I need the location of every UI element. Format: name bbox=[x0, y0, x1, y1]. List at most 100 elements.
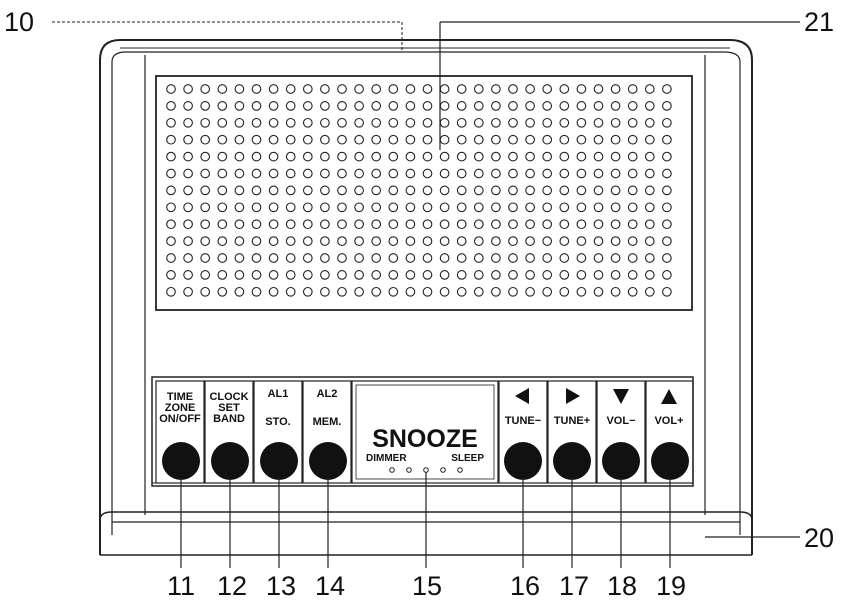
grille-hole bbox=[610, 270, 621, 280]
up-triangle-icon bbox=[661, 389, 677, 404]
al1-sto-button[interactable]: AL1 STO. bbox=[253, 380, 303, 484]
grille-hole bbox=[662, 84, 672, 94]
grille-hole bbox=[200, 286, 211, 297]
grille-hole bbox=[456, 219, 467, 230]
grille-hole bbox=[200, 117, 211, 128]
grille-hole bbox=[422, 185, 433, 196]
grille-hole bbox=[302, 84, 313, 94]
grille-hole bbox=[593, 185, 604, 196]
grille-hole bbox=[251, 168, 262, 179]
grille-hole bbox=[627, 270, 638, 280]
grille-hole bbox=[337, 101, 347, 111]
grille-hole bbox=[593, 286, 604, 297]
time-zone-button[interactable]: TIME ZONE ON/OFF bbox=[155, 380, 205, 484]
clock-set-band-button[interactable]: CLOCK SET BAND bbox=[204, 380, 254, 484]
grille-hole bbox=[234, 168, 245, 179]
grille-hole bbox=[302, 236, 313, 246]
grille-hole bbox=[542, 151, 553, 162]
grille-hole bbox=[268, 253, 279, 263]
grille-hole bbox=[491, 202, 501, 213]
grille-hole bbox=[234, 253, 245, 263]
callout-12: 12 bbox=[217, 571, 247, 601]
grille-hole bbox=[320, 236, 330, 246]
grille-hole bbox=[183, 219, 193, 230]
grille-hole bbox=[166, 286, 176, 297]
grille-hole bbox=[473, 151, 484, 162]
al2-mem-button[interactable]: AL2 MEM. bbox=[302, 380, 352, 484]
grille-hole bbox=[576, 202, 587, 213]
grille-hole bbox=[491, 117, 501, 128]
grille-hole bbox=[439, 202, 450, 213]
tune-minus-knob[interactable] bbox=[504, 442, 542, 480]
grille-hole bbox=[217, 151, 228, 162]
grille-hole bbox=[473, 84, 484, 94]
tune-plus-button[interactable]: TUNE+ bbox=[547, 380, 597, 484]
grille-hole bbox=[388, 286, 399, 297]
grille-hole bbox=[662, 117, 672, 128]
grille-hole bbox=[644, 219, 655, 230]
snooze-button[interactable]: SNOOZE DIMMER SLEEP bbox=[351, 380, 499, 484]
grille-hole bbox=[593, 219, 604, 230]
indicator-dot bbox=[440, 467, 446, 473]
grille-hole bbox=[508, 168, 518, 179]
vol-minus-knob[interactable] bbox=[602, 442, 640, 480]
bottom-leader-lines bbox=[180, 472, 671, 568]
mem-label: MEM. bbox=[313, 416, 342, 428]
grille-hole bbox=[388, 151, 399, 162]
grille-hole bbox=[491, 219, 501, 230]
grille-hole bbox=[662, 219, 672, 230]
grille-hole bbox=[251, 286, 262, 297]
grille-hole bbox=[525, 117, 535, 128]
grille-hole bbox=[320, 84, 330, 94]
grille-hole bbox=[234, 286, 245, 297]
grille-hole bbox=[542, 219, 553, 230]
grille-hole bbox=[456, 253, 467, 263]
left-triangle-icon bbox=[515, 388, 529, 404]
grille-hole bbox=[371, 202, 382, 213]
grille-hole bbox=[251, 151, 262, 162]
vol-plus-knob[interactable] bbox=[651, 442, 689, 480]
grille-hole bbox=[302, 219, 313, 230]
vol-minus-button[interactable]: VOL− bbox=[596, 380, 646, 484]
grille-hole bbox=[354, 286, 364, 297]
tune-minus-button[interactable]: TUNE− bbox=[498, 380, 548, 484]
grille-hole bbox=[491, 236, 501, 246]
grille-hole bbox=[388, 185, 399, 196]
grille-hole bbox=[473, 202, 484, 213]
grille-hole bbox=[456, 270, 467, 280]
grille-hole bbox=[439, 219, 450, 230]
grille-hole bbox=[422, 168, 433, 179]
grille-hole bbox=[268, 84, 279, 94]
grille-hole bbox=[473, 185, 484, 196]
tune-plus-knob[interactable] bbox=[553, 442, 591, 480]
callout-18: 18 bbox=[607, 571, 637, 601]
grille-hole bbox=[525, 236, 535, 246]
al2-knob[interactable] bbox=[309, 442, 347, 480]
clock-set-label-line3: BAND bbox=[213, 413, 245, 425]
grille-hole bbox=[200, 270, 211, 280]
al1-knob[interactable] bbox=[260, 442, 298, 480]
grille-hole bbox=[285, 84, 296, 94]
vol-plus-label: VOL+ bbox=[654, 415, 683, 427]
grille-hole bbox=[183, 185, 193, 196]
grille-hole bbox=[576, 151, 587, 162]
grille-hole bbox=[593, 253, 604, 263]
grille-hole bbox=[371, 117, 382, 128]
vol-plus-button[interactable]: VOL+ bbox=[645, 380, 694, 484]
grille-hole bbox=[559, 117, 570, 128]
grille-hole bbox=[234, 236, 245, 246]
clock-set-label-line1: CLOCK bbox=[209, 391, 248, 403]
clock-set-label-line2: SET bbox=[218, 402, 240, 414]
grille-hole bbox=[354, 151, 364, 162]
grille-hole bbox=[354, 117, 364, 128]
time-zone-knob[interactable] bbox=[162, 442, 200, 480]
grille-hole bbox=[644, 202, 655, 213]
grille-hole bbox=[217, 134, 228, 145]
clock-set-knob[interactable] bbox=[211, 442, 249, 480]
grille-hole bbox=[371, 151, 382, 162]
grille-hole bbox=[644, 253, 655, 263]
grille-hole bbox=[491, 185, 501, 196]
grille-hole bbox=[456, 236, 467, 246]
grille-hole bbox=[610, 253, 621, 263]
grille-hole bbox=[542, 202, 553, 213]
